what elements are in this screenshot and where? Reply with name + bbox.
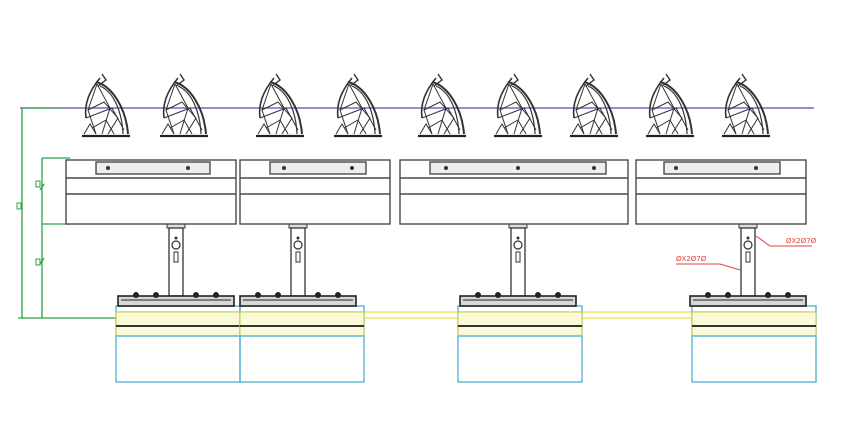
luminaire-heads [80,72,772,138]
callout-leaders [676,235,812,271]
support-posts [166,221,758,297]
callout-left-label: ØX2Ø7Ø [676,255,707,263]
dimension-tick-marks [16,180,41,266]
base-foundations [115,305,817,383]
callout-right-label: ØX2Ø7Ø [786,237,817,245]
dimension-group [18,107,116,319]
rail-segments [65,159,807,225]
rail-bolts [106,166,758,170]
base-plates [117,291,807,307]
